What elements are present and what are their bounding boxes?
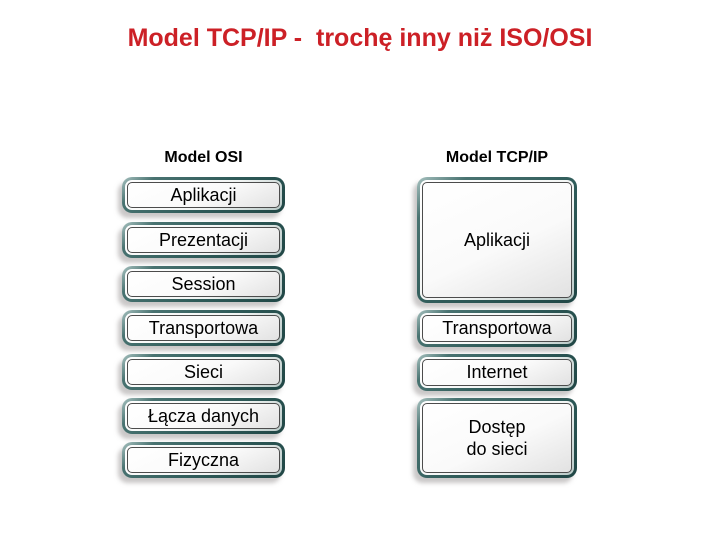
tcpip-layer-dostep-do-sieci-label: Dostęp do sieci — [422, 403, 572, 473]
layer-bevel: Internet — [420, 357, 574, 388]
layer-bevel: Transportowa — [125, 313, 282, 343]
osi-layer-aplikacji-label: Aplikacji — [127, 182, 280, 208]
osi-layer-aplikacji: Aplikacji — [122, 177, 285, 213]
layer-bevel: Prezentacji — [125, 225, 282, 255]
tcpip-layer-internet: Internet — [417, 354, 577, 391]
tcpip-layer-internet-label: Internet — [422, 359, 572, 386]
layer-bevel: Fizyczna — [125, 445, 282, 475]
layer-bevel: Sieci — [125, 357, 282, 387]
slide-title: Model TCP/IP - trochę inny niż ISO/OSI — [127, 24, 593, 52]
osi-column-header: Model OSI — [164, 149, 243, 166]
osi-layer-session-label: Session — [127, 271, 280, 297]
tcpip-layer-dostep-do-sieci: Dostęp do sieci — [417, 398, 577, 478]
osi-layer-lacza-danych: Łącza danych — [122, 398, 285, 434]
osi-layer-sieci: Sieci — [122, 354, 285, 390]
osi-layer-prezentacji-label: Prezentacji — [127, 227, 280, 253]
osi-layer-transportowa: Transportowa — [122, 310, 285, 346]
tcpip-layer-aplikacji: Aplikacji — [417, 177, 577, 303]
tcpip-column-header: Model TCP/IP — [445, 149, 549, 166]
tcpip-layer-aplikacji-label: Aplikacji — [422, 182, 572, 298]
tcpip-layer-transportowa: Transportowa — [417, 310, 577, 347]
layer-bevel: Dostęp do sieci — [420, 401, 574, 475]
osi-layer-sieci-label: Sieci — [127, 359, 280, 385]
layer-bevel: Łącza danych — [125, 401, 282, 431]
layer-bevel: Transportowa — [420, 313, 574, 344]
layer-bevel: Aplikacji — [420, 180, 574, 300]
layer-bevel: Aplikacji — [125, 180, 282, 210]
tcpip-layer-transportowa-label: Transportowa — [422, 315, 572, 342]
osi-layer-lacza-danych-label: Łącza danych — [127, 403, 280, 429]
osi-layer-prezentacji: Prezentacji — [122, 222, 285, 258]
layer-bevel: Session — [125, 269, 282, 299]
osi-layer-transportowa-label: Transportowa — [127, 315, 280, 341]
osi-layer-fizyczna: Fizyczna — [122, 442, 285, 478]
osi-layer-fizyczna-label: Fizyczna — [127, 447, 280, 473]
osi-layer-session: Session — [122, 266, 285, 302]
